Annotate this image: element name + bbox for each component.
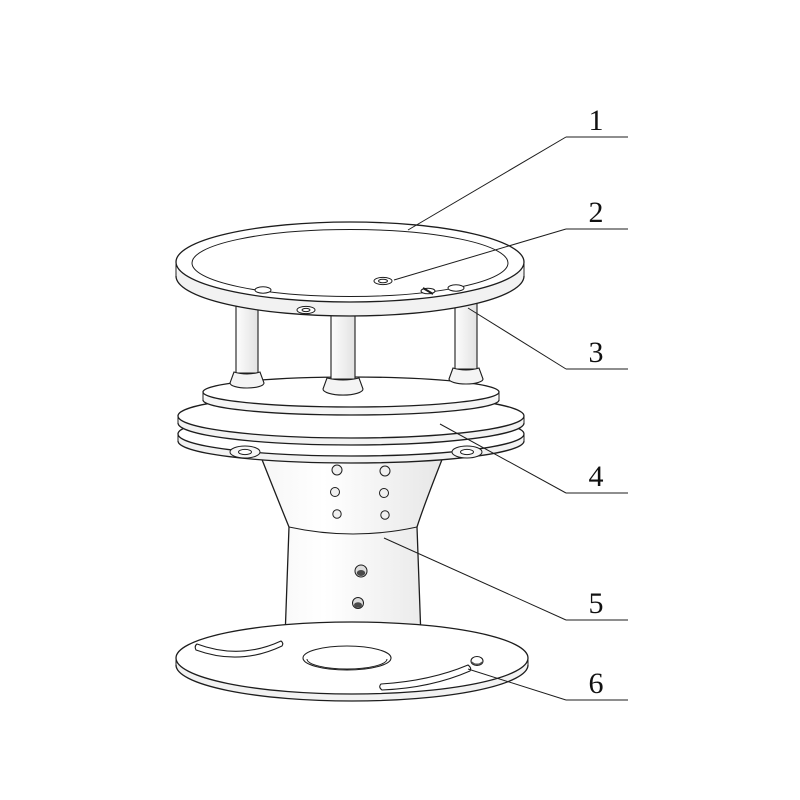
transducer-post-left xyxy=(229,295,265,389)
ring-bolt-boss-left xyxy=(229,445,261,459)
callout-5: 5 xyxy=(383,537,628,621)
callout-3: 3 xyxy=(467,307,628,370)
post-left-foot xyxy=(229,371,265,389)
body-waist-seam xyxy=(288,526,418,535)
cap-rim-edge xyxy=(175,275,525,317)
callout-label-3: 3 xyxy=(589,336,604,369)
ring-bolt-boss-right xyxy=(451,445,483,459)
callout-label-1: 1 xyxy=(589,104,604,137)
cap-inner-edge xyxy=(191,229,509,297)
callout-label-4: 4 xyxy=(589,460,604,493)
cap-screw-holes xyxy=(254,276,465,315)
body-silhouette xyxy=(258,445,446,645)
callout-4: 4 xyxy=(439,423,628,494)
callout-label-6: 6 xyxy=(589,667,604,700)
base-plate xyxy=(175,621,529,702)
cap-top-surface xyxy=(175,221,525,303)
post-middle-foot xyxy=(322,377,364,396)
callout-6: 6 xyxy=(467,667,628,701)
callout-label-2: 2 xyxy=(589,196,604,229)
body-vent-holes xyxy=(330,464,391,520)
sensor-body xyxy=(258,445,446,645)
ring-middle-rim-edge xyxy=(177,422,525,446)
plate-center-hole xyxy=(302,645,392,671)
ring-top-rim-edge xyxy=(202,399,500,416)
callout-label-5: 5 xyxy=(589,587,604,620)
callout-2: 2 xyxy=(393,196,628,281)
top-cap xyxy=(175,221,525,317)
plate-slot-right xyxy=(379,664,472,691)
callout-1: 1 xyxy=(407,104,628,231)
post-right-foot xyxy=(448,367,484,385)
plate-small-hole xyxy=(470,655,484,667)
body-lower-holes xyxy=(352,564,368,609)
transducer-post-right xyxy=(448,293,484,385)
plate-slot-left xyxy=(194,640,284,658)
transducer-post-middle xyxy=(322,299,364,396)
ring-bottom-rim-edge xyxy=(177,440,525,464)
